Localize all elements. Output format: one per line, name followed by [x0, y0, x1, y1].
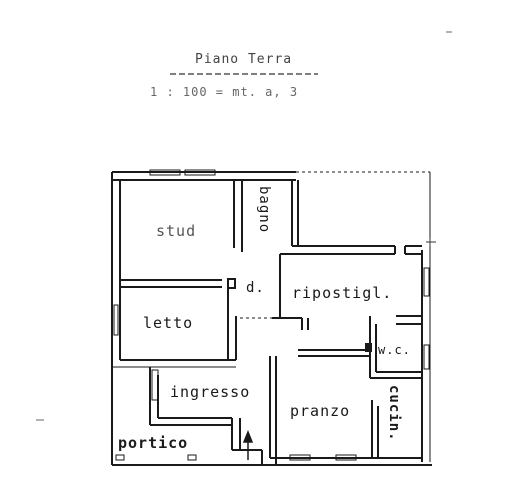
- room-label-wc: w.c.: [378, 343, 411, 357]
- corner-mark: [426, 238, 436, 246]
- entrance-arrow-icon: [242, 429, 254, 460]
- plan-scale: 1 : 100 = mt. a, 3: [150, 85, 299, 99]
- room-label-kitchen: cucin.: [386, 385, 402, 442]
- room-label-bedroom: letto: [143, 314, 194, 332]
- room-label-porch: portico: [118, 434, 189, 452]
- room-label-entrance: ingresso: [170, 383, 251, 401]
- room-label-bathroom: bagno: [256, 186, 272, 234]
- room-label-storage: ripostigl.: [292, 284, 393, 302]
- interior-walls: [112, 180, 422, 465]
- room-label-top-left: stud: [156, 222, 197, 240]
- room-label-hall: d.: [246, 280, 265, 296]
- outer-walls: [111, 171, 432, 466]
- chimney-mark: [365, 343, 372, 352]
- plan-title: Piano Terra: [195, 52, 293, 67]
- windows: [113, 169, 430, 461]
- room-label-dining: pranzo: [290, 402, 351, 420]
